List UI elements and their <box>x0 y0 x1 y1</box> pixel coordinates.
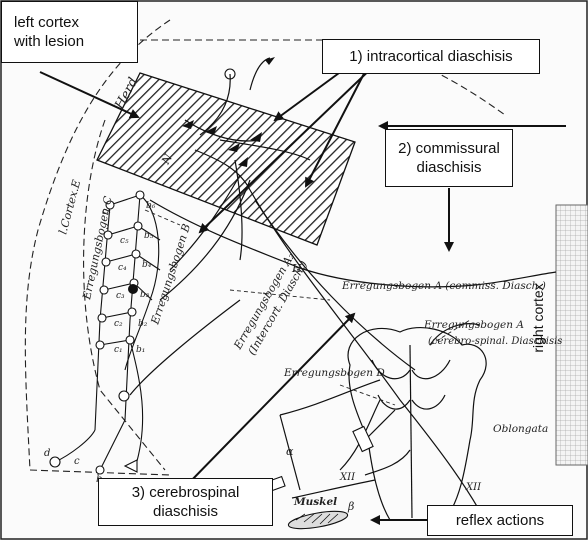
c1-label: c₁ <box>114 345 123 355</box>
c4-label: c₄ <box>118 263 127 273</box>
b3-label: b₃ <box>140 290 150 300</box>
arrow-cerebrospinal <box>186 314 354 486</box>
b6-label: b₆ <box>146 201 156 211</box>
c-label: c <box>74 456 80 467</box>
c3-label: c₃ <box>116 291 125 301</box>
left-cortex-label: left cortex with lesion <box>14 13 84 51</box>
bogen-a-comm-label: Erregungsbogen A (commiss. Diasch.) <box>341 280 546 292</box>
c6-label: c₆ <box>102 207 111 217</box>
b2-label: b₂ <box>138 319 148 329</box>
bogen-d-label: Erregungsbogen D <box>283 367 385 379</box>
reflex-label: reflex actions <box>456 511 544 530</box>
c5-label: c₅ <box>120 236 129 246</box>
beta-label: β <box>347 500 354 513</box>
bogen-b-label: Erregungsbogen B <box>148 222 193 327</box>
reflex-label-box: reflex actions <box>427 505 573 536</box>
oblongata-label: Oblongata <box>493 423 548 435</box>
right-cortex-label: right cortex <box>488 304 588 332</box>
intracortical-label-box: 1) intracortical diaschisis <box>322 39 540 74</box>
h-label: H <box>291 262 302 275</box>
c2-label: c₂ <box>114 319 123 329</box>
b1-label: b₁ <box>136 345 145 355</box>
triangle-terminal <box>125 460 137 472</box>
commissural-label-box: 2) commissural diaschisis <box>385 129 513 187</box>
left-cortex-label-box: left cortex with lesion <box>1 1 138 63</box>
lesion-hatched-area <box>97 73 355 245</box>
b5-label: b₅ <box>144 231 154 241</box>
l-cortex-label: l.Cortex.E <box>56 178 83 235</box>
xii-left-label: XII <box>339 472 356 483</box>
cerebrospinal-label: 3) cerebrospinal diaschisis <box>132 483 240 521</box>
cerebrospinal-label-box: 3) cerebrospinal diaschisis <box>98 478 273 526</box>
d-label: d <box>44 448 50 459</box>
black-node <box>128 284 138 294</box>
alpha-label: α <box>286 445 294 458</box>
intracortical-label: 1) intracortical diaschisis <box>349 47 512 66</box>
commissural-label: 2) commissural diaschisis <box>398 139 500 177</box>
muskel-label: Muskel <box>293 496 337 508</box>
ganglion-box <box>353 426 373 451</box>
xii-right-label: XII <box>465 482 482 493</box>
right-cortex-grid <box>556 205 588 465</box>
b4-label: b₄ <box>142 260 152 270</box>
